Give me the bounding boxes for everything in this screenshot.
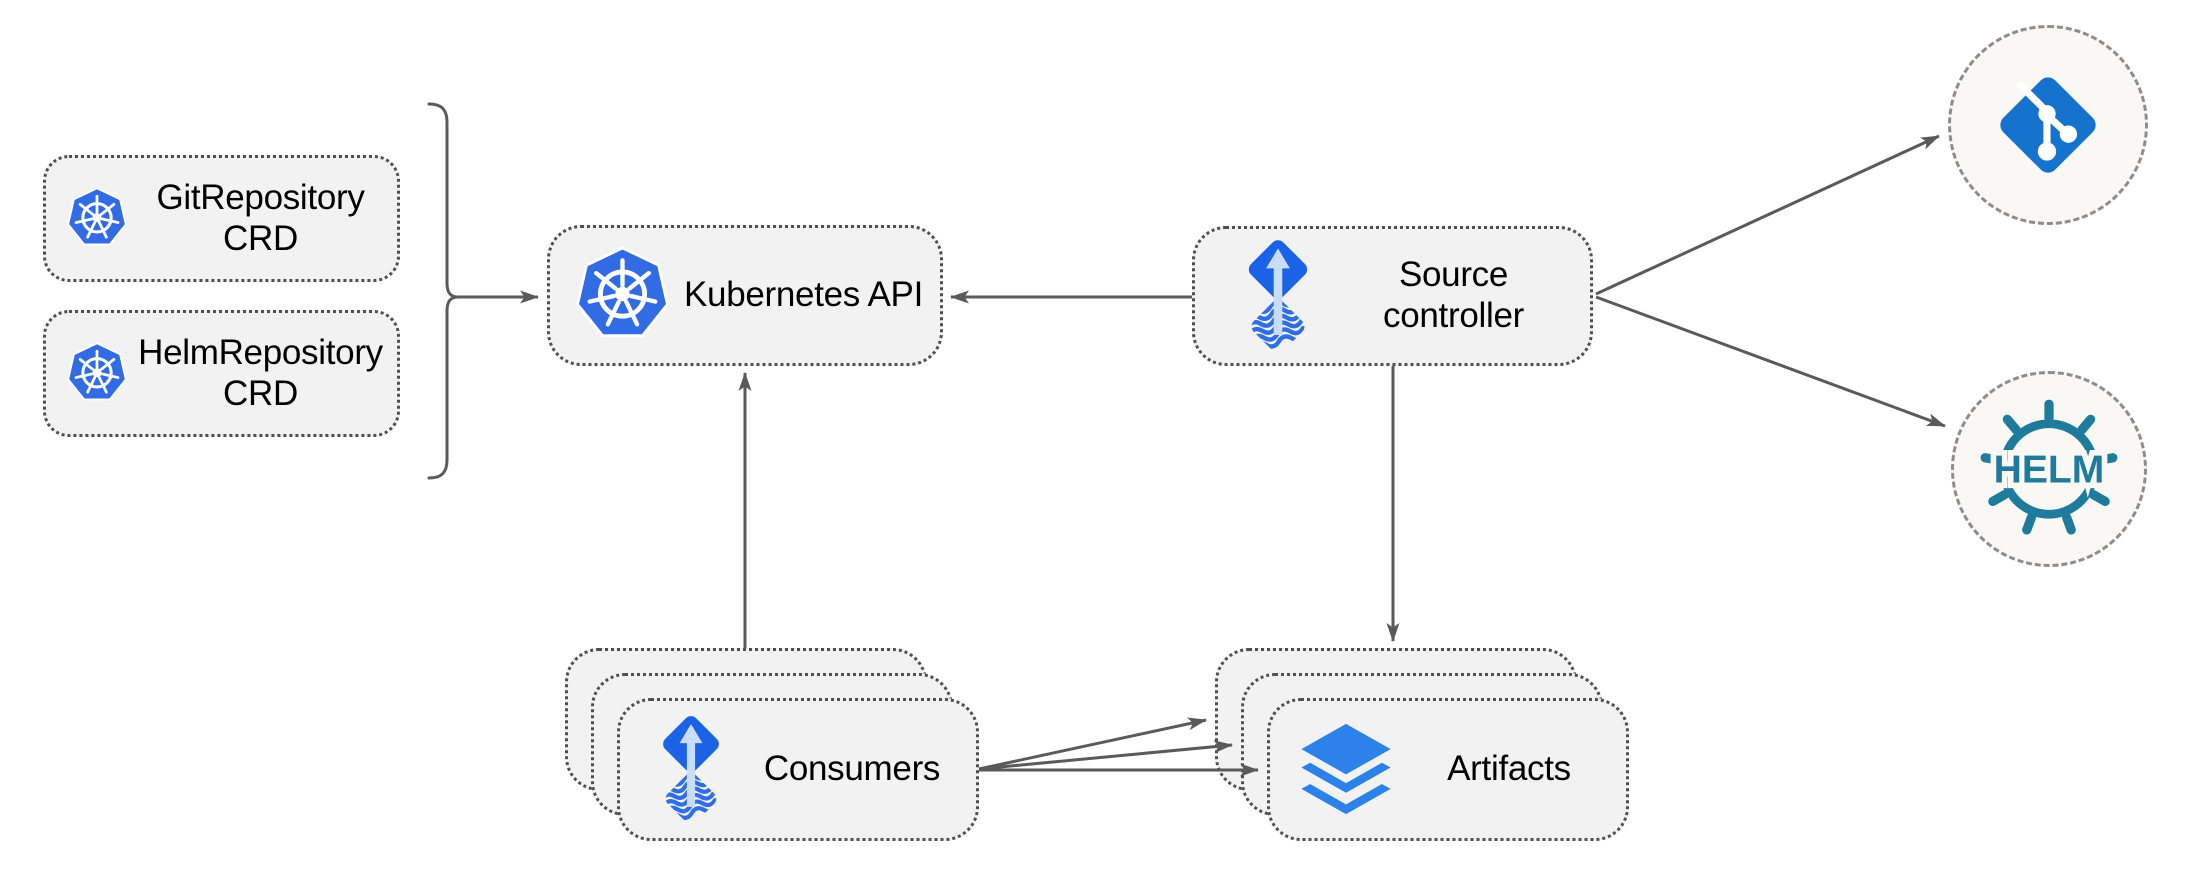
node-label: Source controller (1383, 255, 1524, 335)
crd-group-bracket (427, 102, 459, 480)
helm-icon: HELM (1980, 399, 2118, 535)
edge-consumers-to-artifacts-back (978, 717, 1207, 771)
node-git-repository-crd: GitRepository CRD (43, 155, 400, 282)
node-label: HelmRepository CRD (138, 332, 383, 413)
node-kubernetes-api: Kubernetes API (547, 225, 943, 366)
git-icon (2000, 77, 2096, 173)
edge-consumers-to-artifacts-middle (978, 740, 1233, 771)
node-consumers: Consumers (617, 698, 979, 841)
source-controller-icon (1248, 240, 1308, 351)
node-label: Consumers (763, 749, 941, 789)
edge-source-controller-to-helm (1595, 295, 1946, 428)
source-controller-icon (662, 716, 719, 822)
node-label: Artifacts (1447, 749, 1571, 789)
node-label: GitRepository CRD (156, 177, 365, 258)
node-artifacts: Artifacts (1267, 698, 1629, 841)
helm-logo-text: HELM (1994, 448, 2105, 491)
kubernetes-icon (67, 186, 127, 245)
edge-source-controller-to-git (1595, 134, 1940, 296)
layers-icon (1301, 723, 1391, 815)
node-helm-endpoint: HELM (1951, 371, 2147, 567)
node-git-endpoint (1948, 25, 2148, 225)
node-label: Kubernetes API (683, 275, 924, 315)
node-helm-repository-crd: HelmRepository CRD (43, 310, 400, 437)
kubernetes-icon (575, 245, 670, 337)
kubernetes-icon (67, 341, 127, 400)
node-source-controller: Source controller (1192, 226, 1593, 366)
